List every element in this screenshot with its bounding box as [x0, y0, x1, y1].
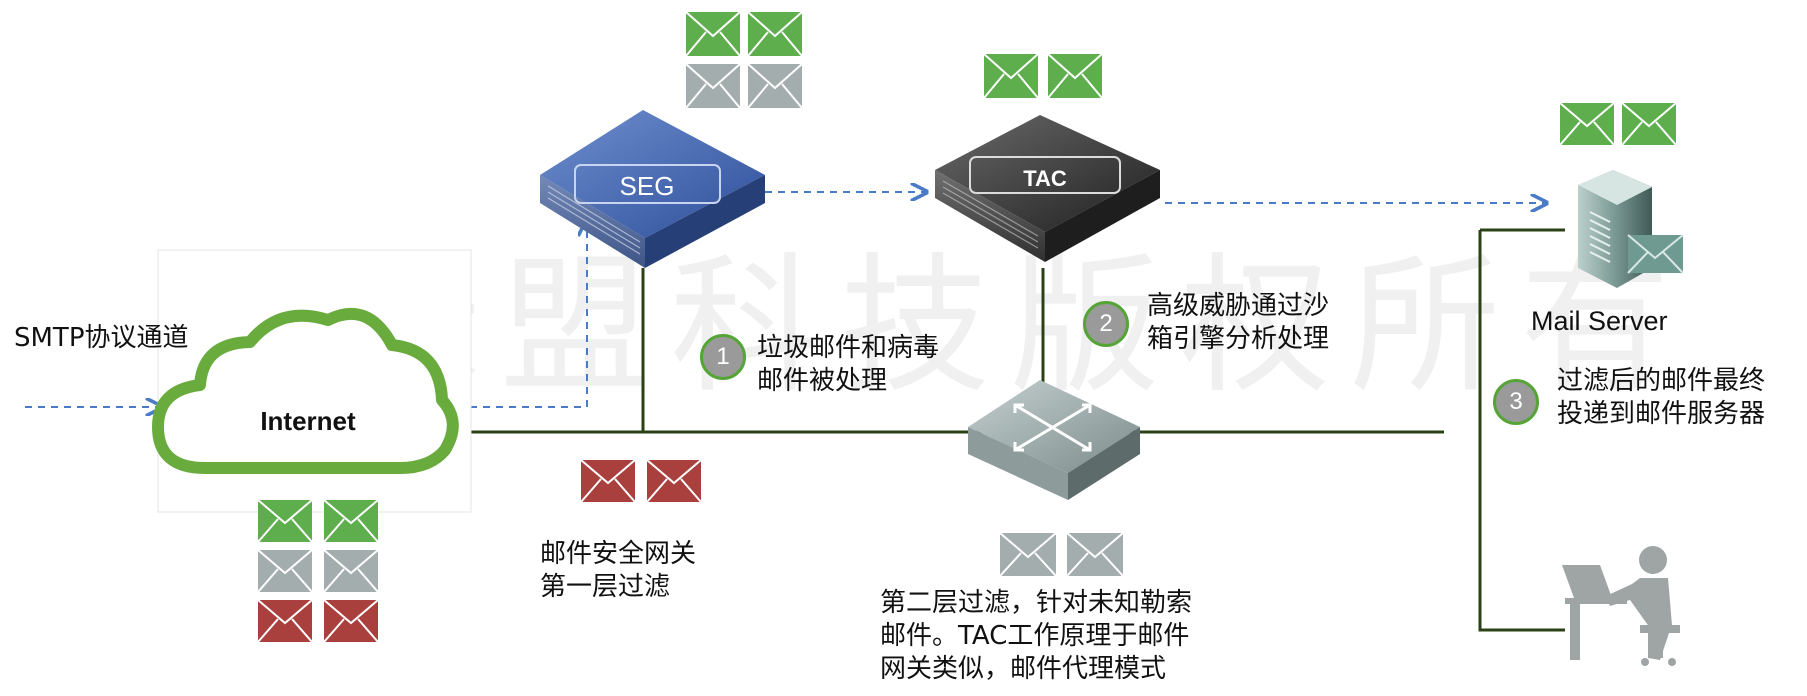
step-3-text: 过滤后的邮件最终 投递到邮件服务器 — [1557, 366, 1766, 429]
step-1-badge: 1 — [700, 334, 746, 380]
envelope-icon — [1047, 53, 1103, 99]
server-branch — [1478, 228, 1565, 632]
mail-flow-arrows — [25, 192, 1545, 407]
envelope-icon — [257, 549, 313, 593]
envelope-icon — [323, 599, 379, 643]
envelope-icon — [1066, 532, 1124, 577]
second-filter-label: 第二层过滤，针对未知勒索 邮件。TAC工作原理于邮件 网关类似，邮件代理模式 — [880, 588, 1193, 684]
seg-label: SEG — [620, 171, 675, 201]
envelope-icon — [999, 532, 1057, 577]
mail-server-label: Mail Server — [1531, 306, 1668, 336]
network-links — [470, 228, 1565, 632]
seg-appliance-icon: SEG — [540, 110, 765, 268]
internet-label: Internet — [260, 406, 356, 436]
step-3-badge: 3 — [1493, 379, 1539, 425]
tac-label: TAC — [1023, 166, 1067, 191]
envelope-icon — [1559, 102, 1615, 146]
envelope-icon — [983, 53, 1039, 99]
gateway-first-filter-label: 邮件安全网关 第一层过滤 — [540, 539, 697, 602]
envelope-icon — [1621, 102, 1677, 146]
envelope-icon — [646, 459, 702, 503]
envelope-icon — [257, 499, 313, 543]
envelope-icon — [323, 499, 379, 543]
internet-cloud-icon: Internet — [152, 249, 472, 513]
mail-server-icon — [1578, 170, 1684, 288]
watermark-text: 绿盟科技版权所有 — [330, 240, 1691, 414]
step-1-text: 垃圾邮件和病毒 邮件被处理 — [757, 333, 940, 396]
envelope-icon — [323, 549, 379, 593]
step-2-badge: 2 — [1083, 301, 1129, 347]
envelope-icon — [747, 63, 803, 109]
switch-icon — [968, 380, 1140, 500]
envelope-icon — [747, 11, 803, 57]
tac-appliance-icon: TAC — [935, 115, 1160, 262]
envelope-icon — [580, 459, 636, 503]
envelope-icon — [685, 63, 741, 109]
step-2-text: 高级威胁通过沙 箱引擎分析处理 — [1147, 291, 1330, 354]
smtp-channel-label: SMTP协议通道 — [14, 323, 189, 353]
envelope-icons — [257, 11, 1677, 643]
envelope-icon — [685, 11, 741, 57]
flow-arrow-internet-seg — [470, 222, 587, 408]
envelope-icon — [257, 599, 313, 643]
user-at-desk-icon — [1562, 546, 1680, 666]
